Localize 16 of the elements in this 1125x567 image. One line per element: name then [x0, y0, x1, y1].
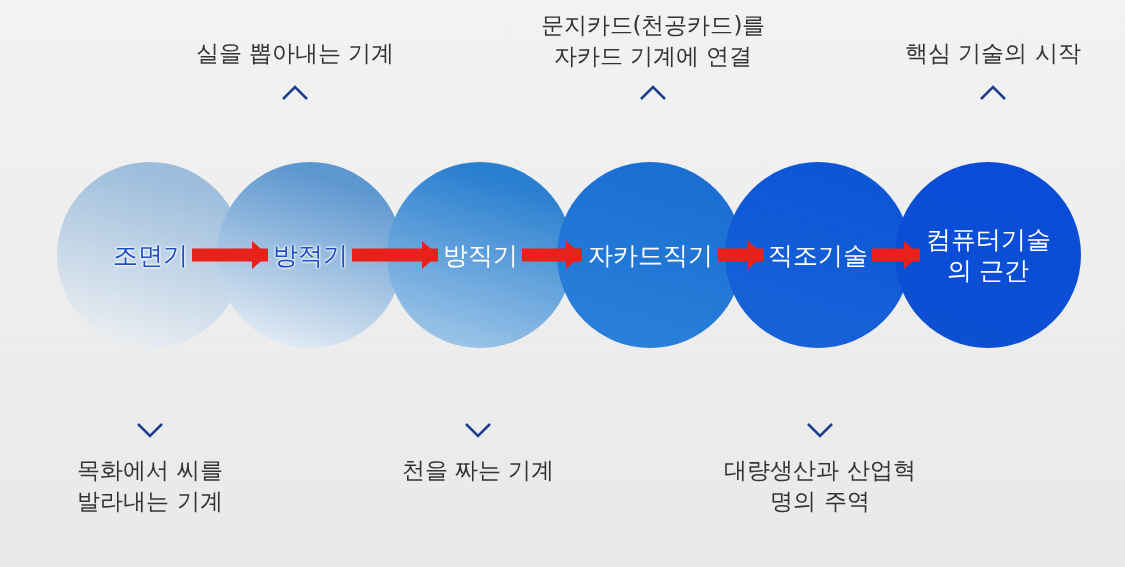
circle-label: 조면기 [110, 239, 190, 271]
circle-label: 자카드직기 [584, 239, 716, 271]
arrow [522, 241, 582, 269]
arrow [872, 241, 920, 269]
caption-text: 핵심 기술의 시작 [904, 39, 1082, 68]
circle-label: 방직기 [440, 239, 520, 271]
caption-text: 문지카드(천공카드)를 자카드 기계에 연결 [539, 11, 767, 72]
caption-text: 실을 뽑아내는 기계 [194, 39, 396, 68]
caption-text: 대량생산과 산업혁명의 주역 [723, 456, 917, 517]
circle-label: 직조기술 [766, 239, 870, 271]
circle-label: 방적기 [270, 239, 350, 271]
arrow [718, 241, 764, 269]
caption-text: 목화에서 씨를 발라내는 기계 [76, 456, 224, 517]
arrow [192, 241, 268, 269]
caption-text: 천을 짜는 기계 [400, 456, 556, 485]
arrow [352, 241, 438, 269]
